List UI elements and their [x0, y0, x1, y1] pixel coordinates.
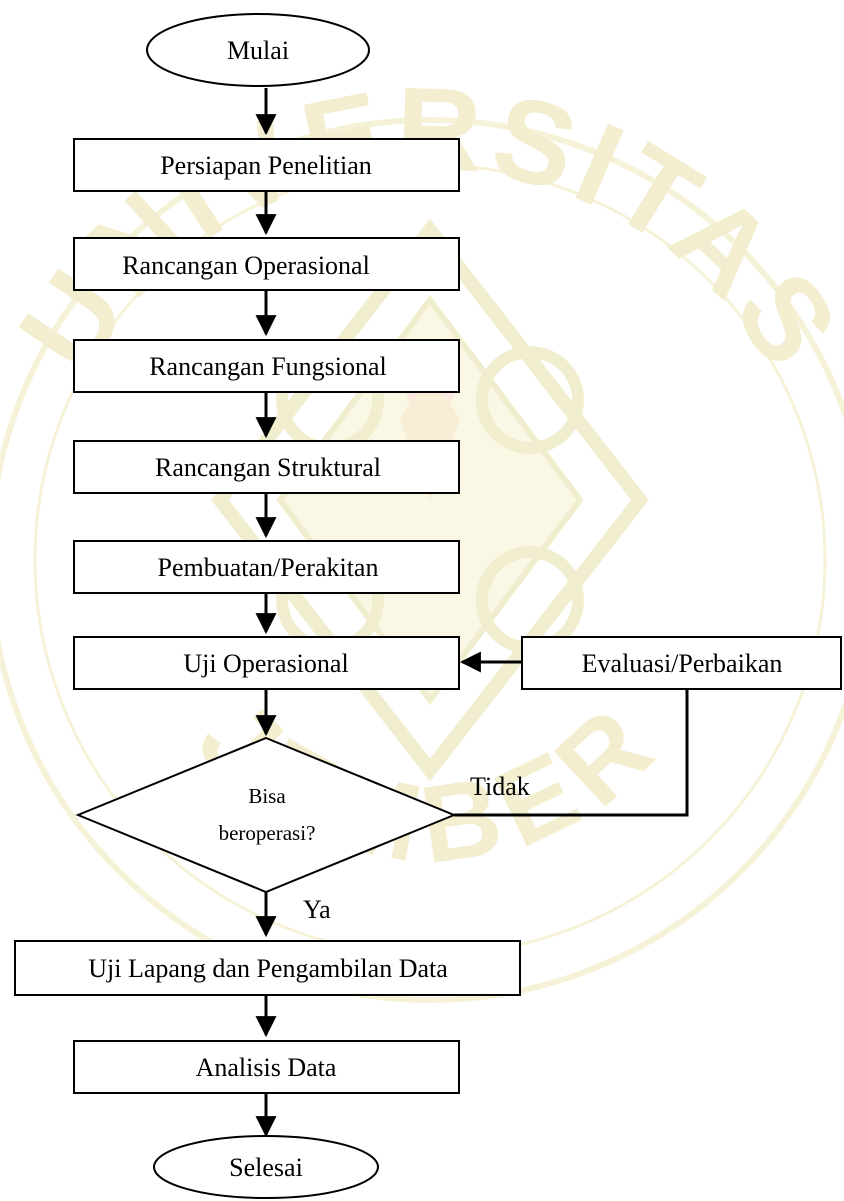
connectors [255, 88, 689, 1138]
terminal-end [153, 1135, 379, 1199]
process-uji-lapang [14, 940, 521, 996]
terminal-start [146, 13, 370, 87]
decision-bisa-beroperasi [75, 736, 457, 894]
process-fungsional [73, 339, 460, 393]
label-operasional: Rancangan Operasional [122, 251, 370, 280]
edge-decision-evaluasi [454, 690, 689, 817]
process-uji-operasional [73, 636, 460, 690]
label-evaluasi: Evaluasi/Perbaikan [582, 649, 783, 678]
process-pembuatan [73, 540, 460, 594]
label-decision-line1: Bisa [248, 784, 286, 808]
process-struktural [73, 440, 460, 494]
label-pembuatan: Pembuatan/Perakitan [158, 553, 379, 582]
label-struktural: Rancangan Struktural [155, 453, 381, 482]
process-persiapan [73, 138, 460, 192]
process-operasional [73, 237, 460, 291]
process-evaluasi [521, 636, 842, 690]
label-uji-operasional: Uji Operasional [183, 649, 348, 678]
label-decision-line2: beroperasi? [219, 821, 316, 845]
label-uji-lapang: Uji Lapang dan Pengambilan Data [88, 954, 448, 983]
label-ya: Ya [303, 895, 331, 924]
label-mulai: Mulai [227, 36, 289, 65]
label-selesai: Selesai [229, 1153, 303, 1182]
label-fungsional: Rancangan Fungsional [149, 352, 387, 381]
label-persiapan: Persiapan Penelitian [160, 151, 372, 180]
process-analisis [73, 1040, 460, 1094]
label-analisis: Analisis Data [196, 1053, 337, 1082]
label-tidak: Tidak [470, 772, 530, 801]
